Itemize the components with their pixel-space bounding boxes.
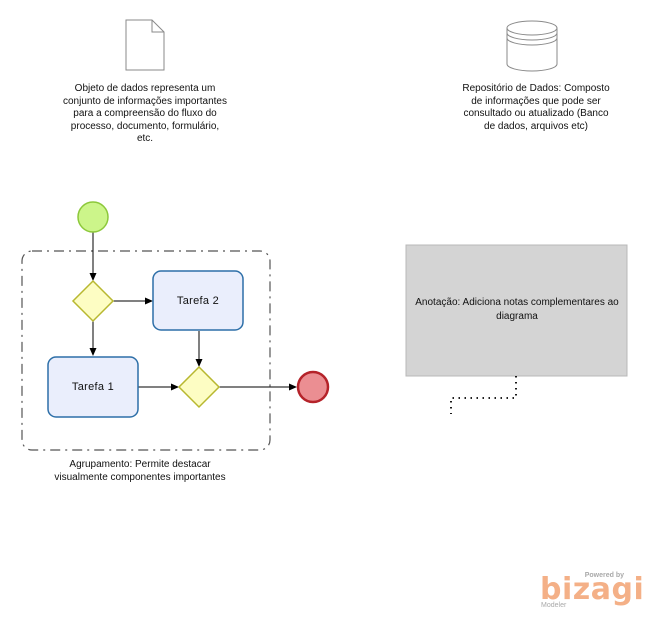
product-label: Modeler bbox=[541, 602, 567, 609]
document-icon bbox=[125, 19, 165, 71]
annotation-association bbox=[450, 376, 517, 414]
group-box bbox=[21, 250, 271, 451]
task-1-label: Tarefa 1 bbox=[72, 381, 114, 393]
data-store-description: Repositório de Dados: Composto de inform… bbox=[462, 83, 610, 132]
group-description: Agrupamento: Permite destacar visualment… bbox=[54, 459, 226, 483]
annotation-box[interactable] bbox=[405, 244, 628, 377]
merge-gateway[interactable] bbox=[177, 365, 221, 409]
end-event[interactable] bbox=[296, 370, 330, 404]
data-object-description: Objeto de dados representa um conjunto d… bbox=[63, 83, 227, 145]
task-1[interactable] bbox=[47, 356, 139, 418]
task-2-label: Tarefa 2 bbox=[177, 295, 219, 307]
task-2[interactable] bbox=[152, 270, 244, 331]
start-event[interactable] bbox=[77, 201, 109, 233]
split-gateway[interactable] bbox=[71, 279, 115, 323]
database-icon bbox=[506, 20, 558, 72]
bizagi-logo: bizagi bbox=[540, 572, 645, 607]
powered-by-label: Powered by bbox=[584, 572, 624, 579]
annotation-text: Anotação: Adiciona notas complementares … bbox=[415, 297, 619, 322]
